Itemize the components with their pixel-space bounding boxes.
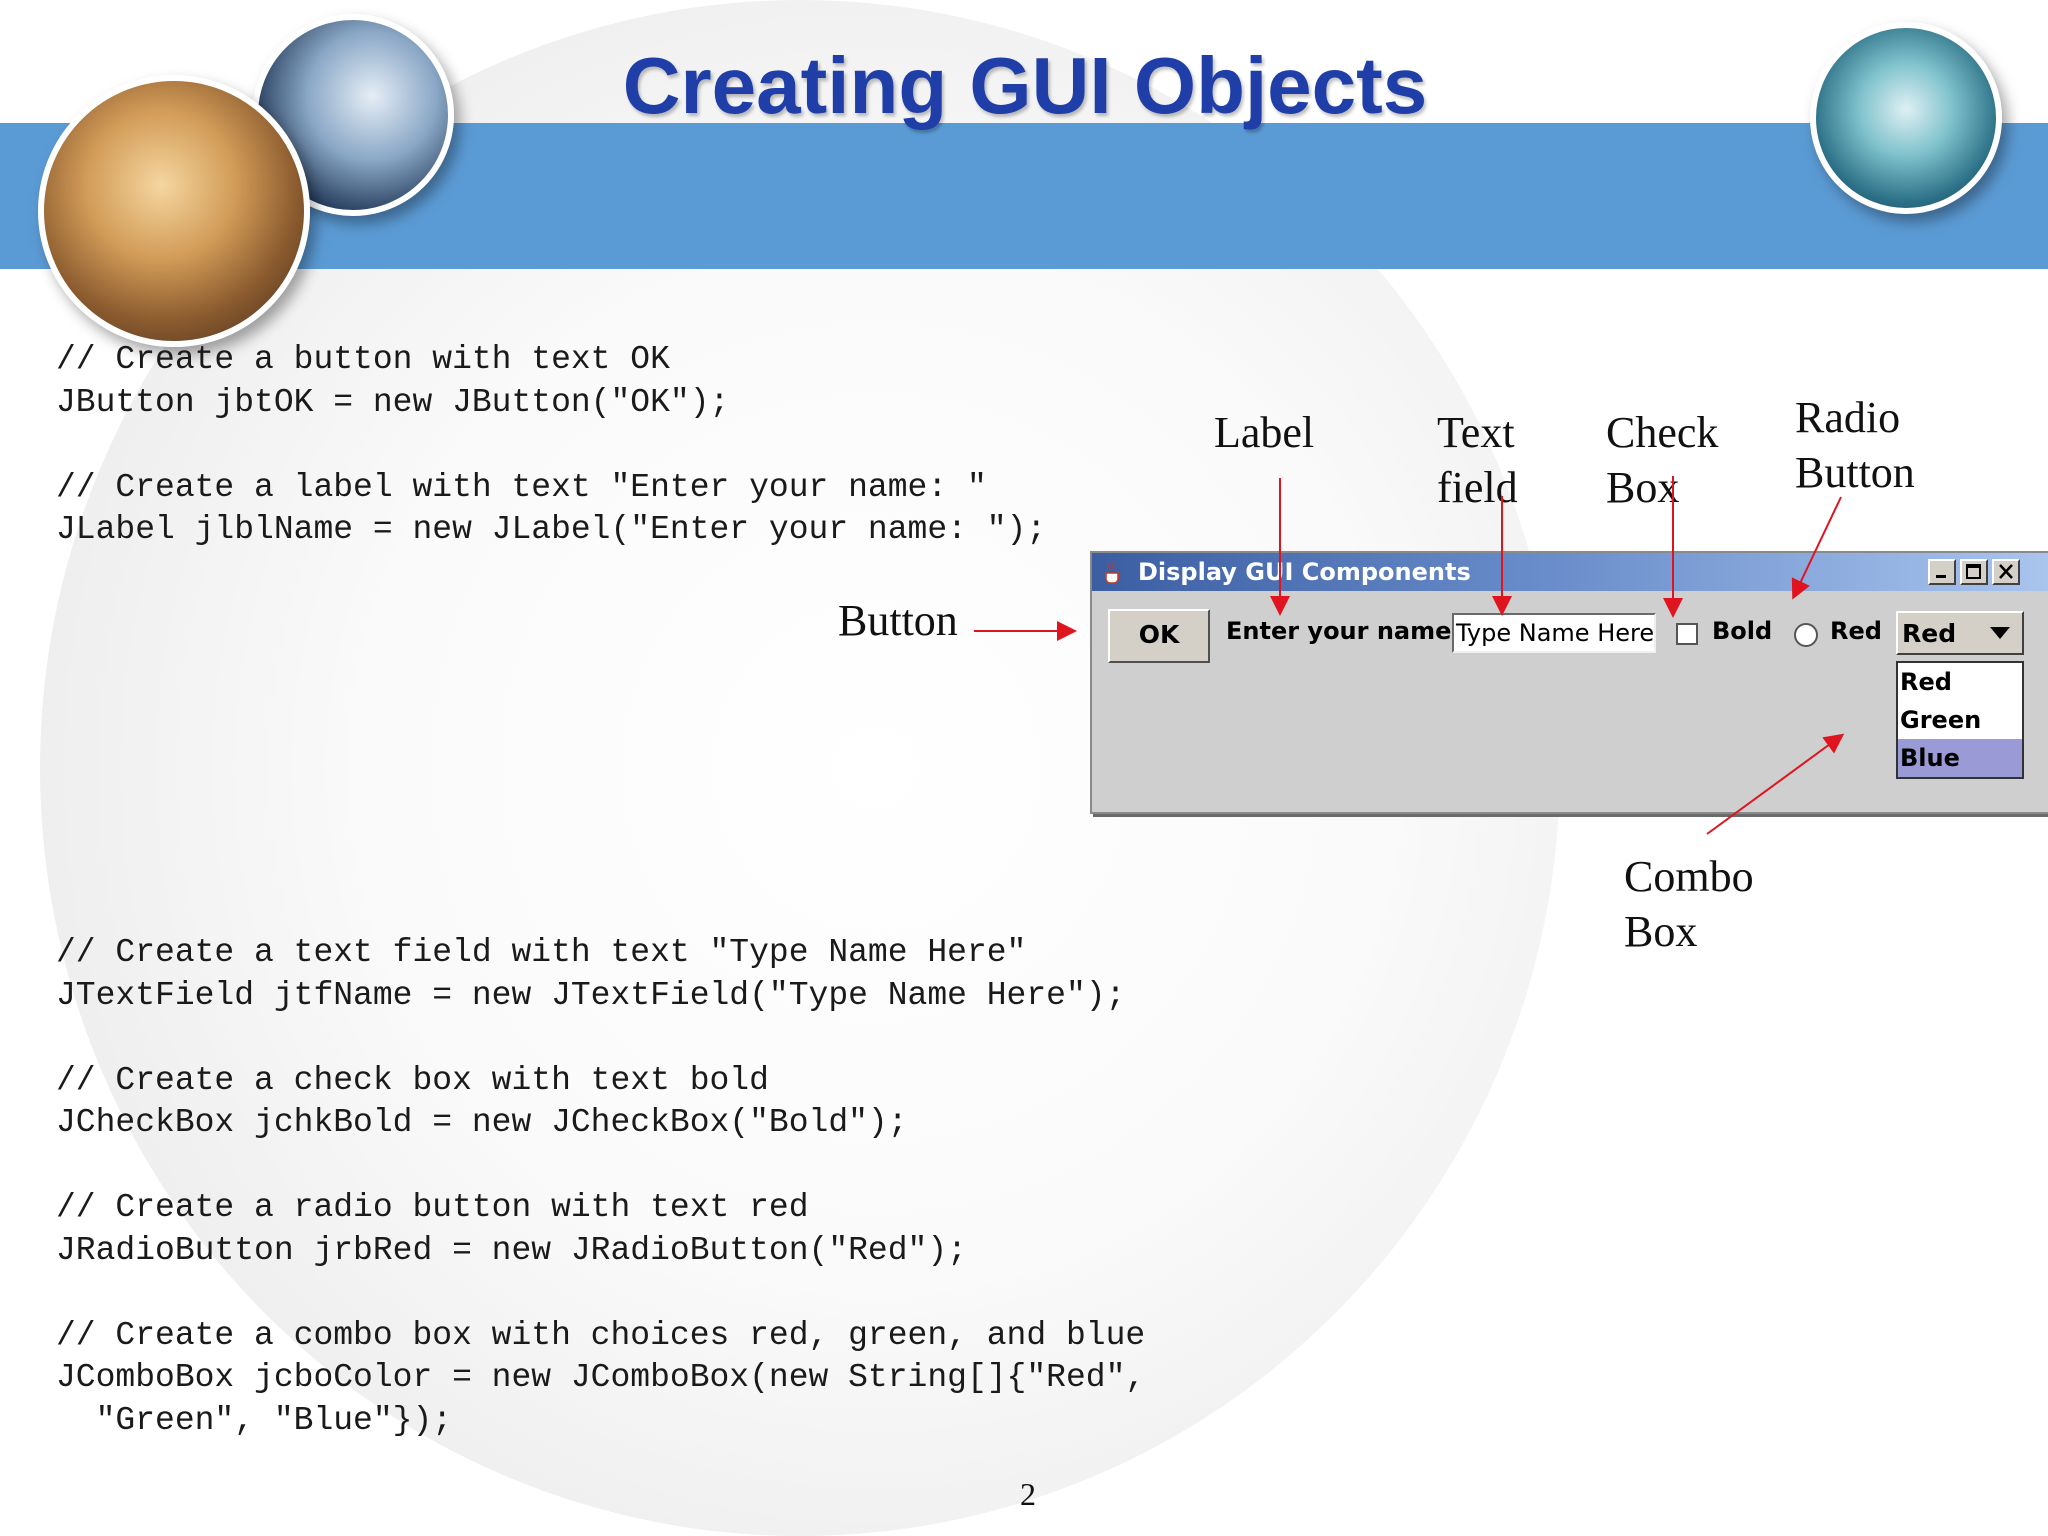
page-number: 2 — [1020, 1476, 1036, 1512]
name-text-field[interactable]: Type Name Here — [1452, 613, 1656, 653]
java-cup-icon — [1105, 561, 1121, 584]
presenter-photo — [1810, 22, 2002, 214]
close-button[interactable] — [1992, 559, 2020, 585]
minimize-button[interactable] — [1928, 559, 1956, 585]
annotation-combo-box: Combo Box — [1624, 852, 1754, 956]
maximize-button[interactable] — [1960, 559, 1988, 585]
display-gui-window: Display GUI Components OK Enter your nam… — [1090, 551, 2048, 814]
chevron-down-icon — [1990, 627, 2010, 639]
color-combo-box[interactable]: Red — [1896, 611, 2024, 655]
annotation-radio-button: Radio Button — [1795, 393, 1915, 497]
maximize-icon — [1966, 564, 1981, 579]
close-icon — [1999, 564, 2013, 579]
combo-selected-value: Red — [1902, 619, 1957, 648]
combo-dropdown-list: Red Green Blue — [1896, 661, 2024, 779]
team-photo — [38, 75, 310, 347]
slide-title: Creating GUI Objects — [622, 41, 1428, 130]
arrow-radio-button — [1791, 496, 1842, 600]
ok-button[interactable]: OK — [1108, 609, 1210, 663]
code-block-top: // Create a button with text OK JButton … — [56, 341, 1047, 548]
window-titlebar[interactable]: Display GUI Components — [1092, 553, 2048, 591]
annotation-label: Label — [1214, 408, 1315, 457]
code-block-bottom: // Create a text field with text "Type N… — [56, 934, 1146, 1439]
red-radio-button[interactable] — [1794, 623, 1818, 647]
annotation-check-box: Check Box — [1606, 408, 1719, 512]
combo-option-green[interactable]: Green — [1900, 706, 1982, 734]
bold-checkbox-label: Bold — [1712, 617, 1773, 645]
red-radio-label: Red — [1830, 617, 1882, 645]
name-label: Enter your name: — [1226, 617, 1461, 645]
arrow-combo-box — [1706, 733, 1845, 835]
window-title: Display GUI Components — [1138, 558, 1471, 586]
annotation-text-field: Text field — [1437, 408, 1518, 512]
annotation-button: Button — [838, 596, 958, 645]
combo-option-red[interactable]: Red — [1900, 668, 1952, 696]
combo-option-blue[interactable]: Blue — [1898, 739, 2022, 777]
minimize-icon — [1936, 575, 1946, 578]
bold-checkbox[interactable] — [1676, 623, 1698, 645]
